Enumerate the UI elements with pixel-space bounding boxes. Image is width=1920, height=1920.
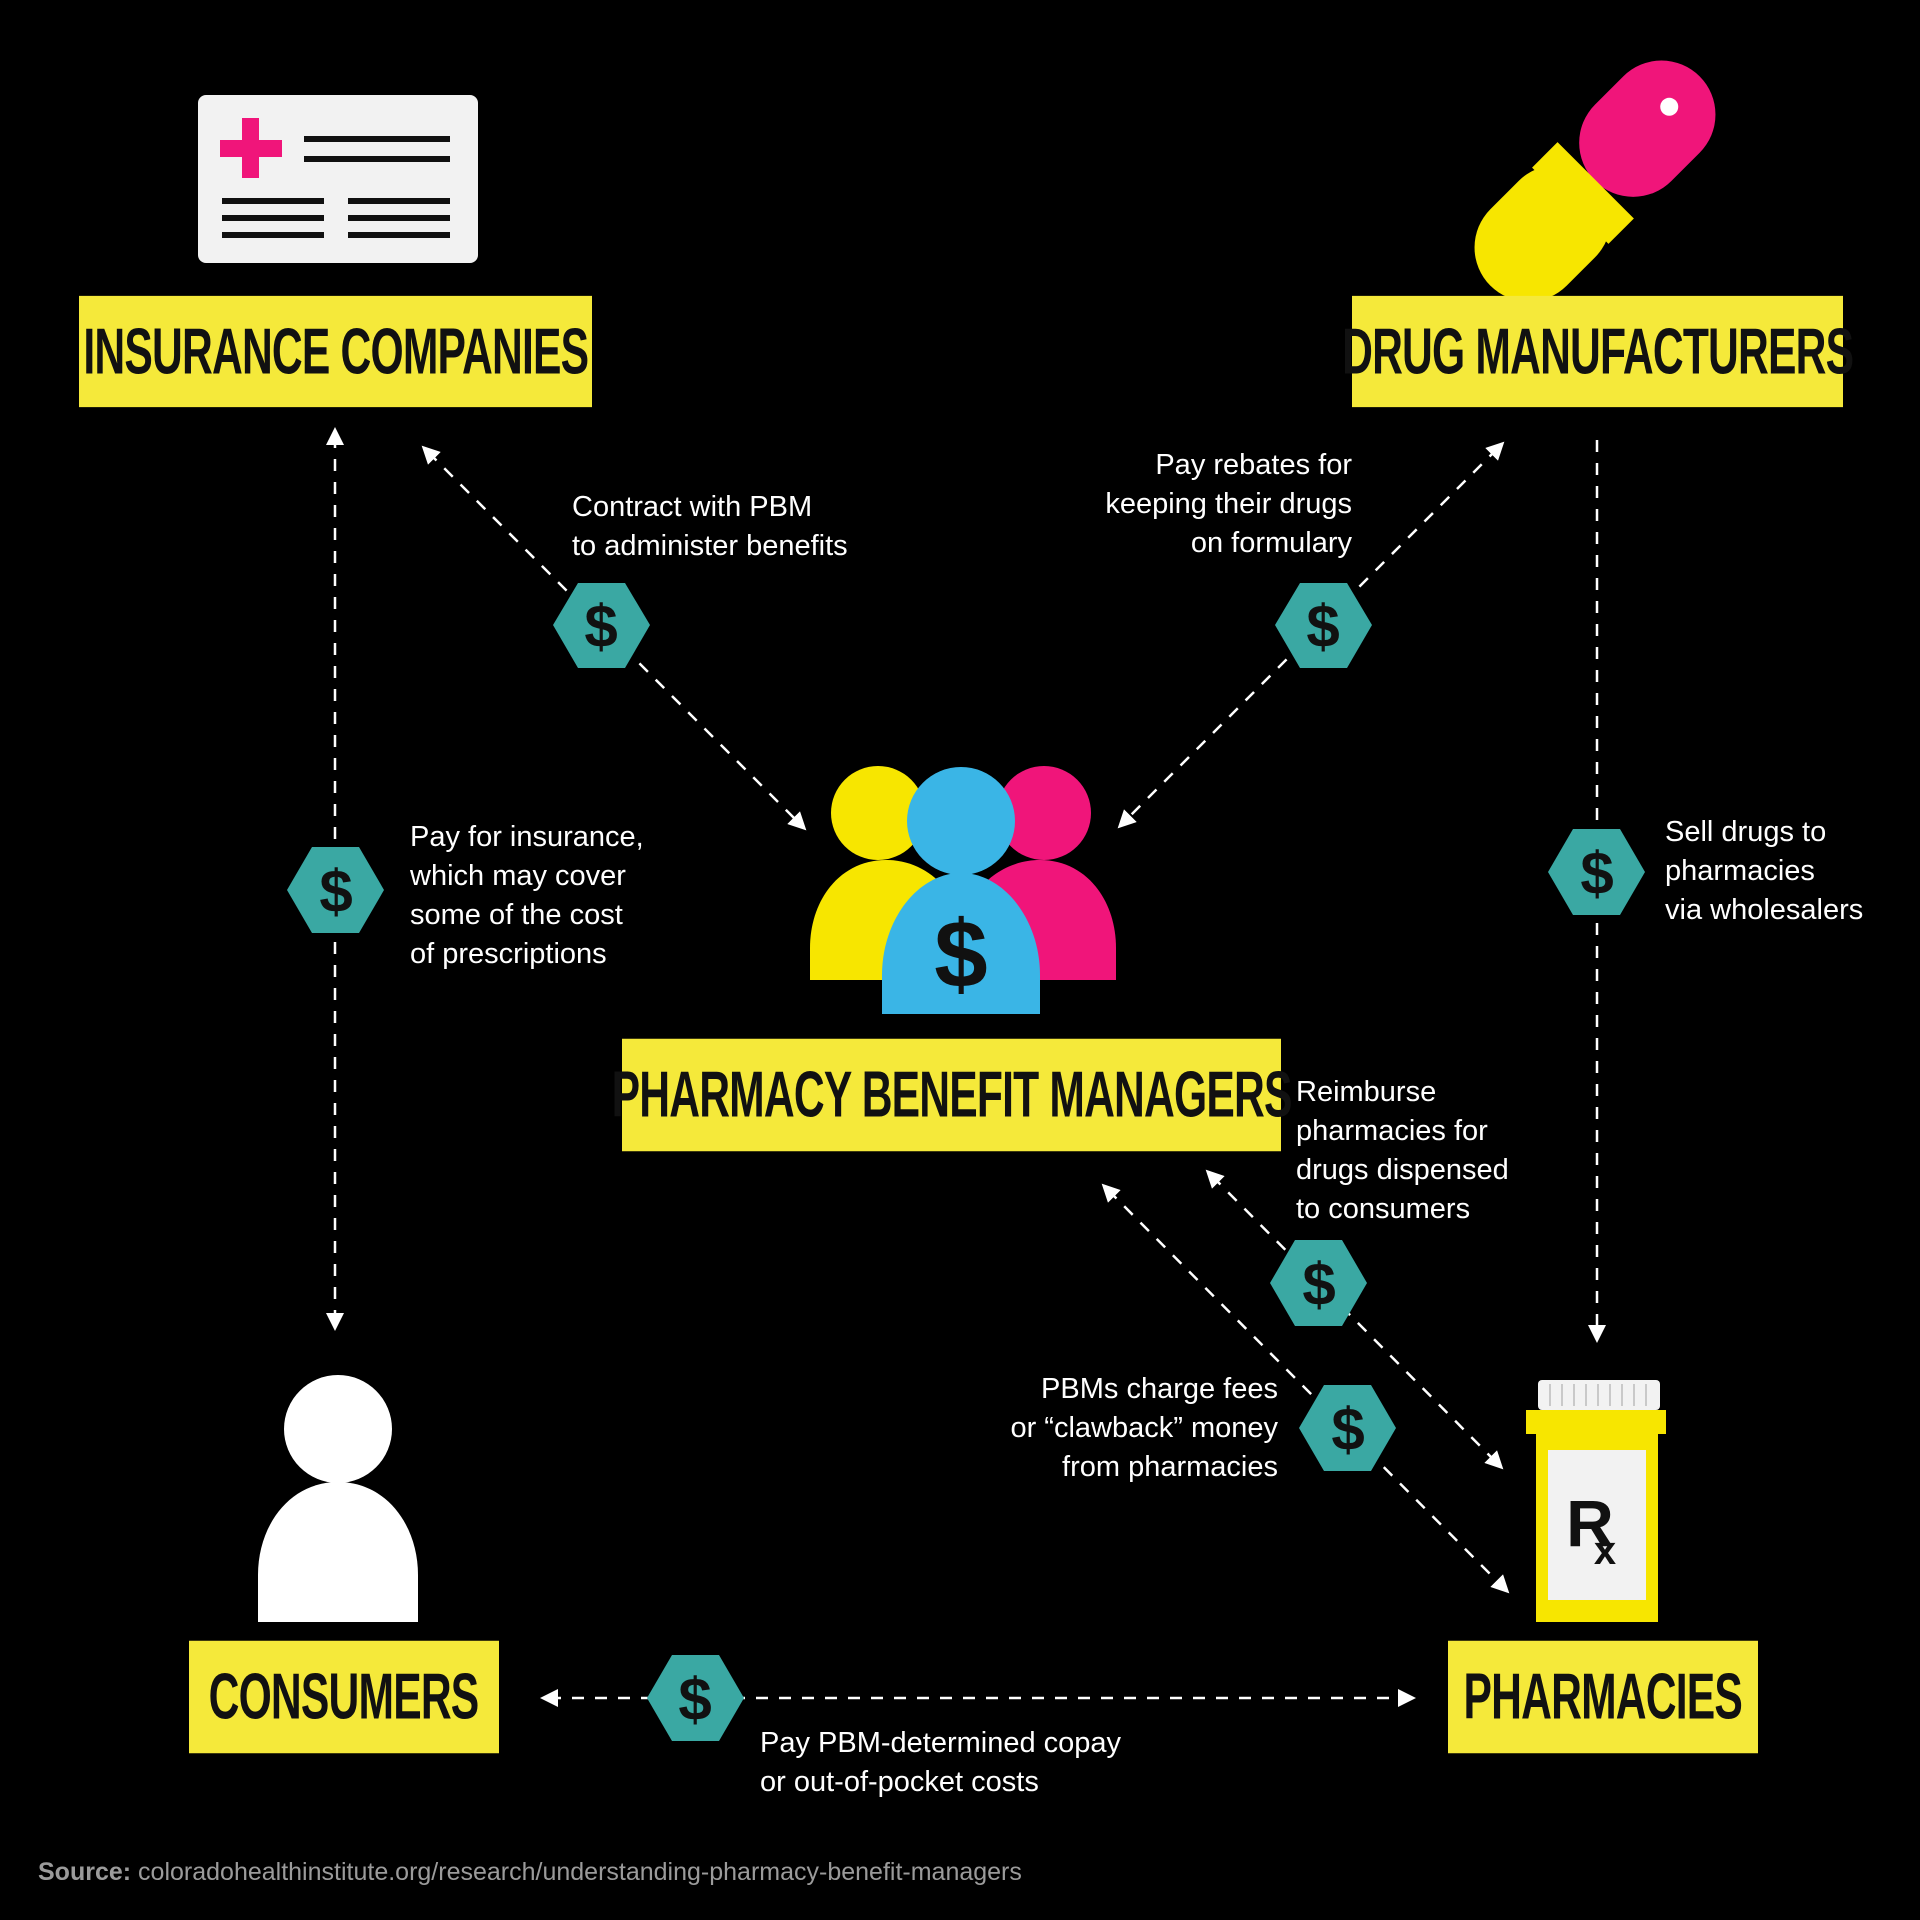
- pbm-people-icon: $: [810, 766, 1116, 1014]
- insurance-card-icon: [198, 95, 478, 263]
- note-copay: Pay PBM-determined copay or out-of-pocke…: [760, 1727, 1122, 1798]
- note-contract: Contract with PBM to administer benefits: [572, 491, 848, 562]
- drug-manufacturers-label: DRUG MANUFACTURERS: [1342, 295, 1854, 408]
- pharmacy-benefit-managers-label: PHARMACY BENEFIT MANAGERS: [612, 1038, 1292, 1152]
- source-label: Source:: [38, 1858, 132, 1886]
- note-pay-insurance: Pay for insurance, which may cover some …: [410, 821, 644, 970]
- arrow-pharmacies-pbm-clawback: [1101, 1183, 1510, 1594]
- insurance-companies-label: INSURANCE COMPANIES: [79, 295, 592, 408]
- pill-capsule-icon: [1474, 60, 1716, 302]
- prescription-bottle-icon: R x: [1526, 1380, 1666, 1622]
- dollar-hex-sell-drugs: $: [1548, 829, 1645, 915]
- consumers-label: CONSUMERS: [189, 1640, 499, 1754]
- source-url: coloradohealthinstitute.org/research/und…: [138, 1858, 1022, 1886]
- svg-text:$: $: [678, 1666, 711, 1733]
- dollar-hex-insurance-payment: $: [287, 847, 384, 933]
- note-sell-drugs: Sell drugs to pharmacies via wholesalers: [1665, 816, 1864, 926]
- note-rebates: Pay rebates for keeping their drugs on f…: [1105, 449, 1352, 559]
- dollar-hex-clawback: $: [1299, 1385, 1396, 1471]
- source-credit: Source: coloradohealthinstitute.org/rese…: [38, 1858, 1022, 1887]
- svg-text:$: $: [1331, 1396, 1364, 1463]
- pharmacies-label: PHARMACIES: [1448, 1640, 1758, 1754]
- note-reimburse: Reimburse pharmacies for drugs dispensed…: [1296, 1076, 1509, 1225]
- rx-x-letter: x: [1594, 1529, 1616, 1573]
- svg-text:$: $: [319, 858, 352, 925]
- svg-text:$: $: [584, 593, 617, 660]
- dollar-hex-contract: $: [553, 583, 650, 668]
- dollar-hex-copay: $: [647, 1655, 744, 1741]
- svg-text:$: $: [1580, 840, 1613, 907]
- svg-text:$: $: [1306, 593, 1339, 660]
- consumer-person-icon: [258, 1375, 418, 1622]
- pbm-dollar-symbol: $: [934, 901, 987, 1008]
- note-clawback: PBMs charge fees or “clawback” money fro…: [1010, 1373, 1278, 1483]
- svg-text:$: $: [1302, 1251, 1335, 1318]
- rx-r-letter: R: [1566, 1486, 1614, 1560]
- dollar-hex-reimburse: $: [1270, 1240, 1367, 1326]
- dollar-hex-rebates: $: [1275, 583, 1372, 668]
